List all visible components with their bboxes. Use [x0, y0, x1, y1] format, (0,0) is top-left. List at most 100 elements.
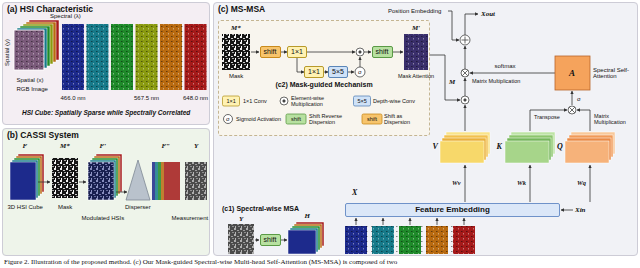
mask-image — [222, 34, 428, 70]
key-tokens — [505, 132, 555, 163]
panel-note: HSI Cube: Spatially Sparse while Spectra… — [22, 109, 190, 116]
modulated-cube — [88, 162, 114, 200]
image-caption: Mask — [58, 204, 72, 211]
image-caption: 3D HSI Cube — [8, 204, 43, 211]
mask-image — [404, 34, 428, 70]
flow-arrow — [448, 11, 459, 40]
measurement-image — [228, 224, 254, 254]
rgb-cube — [14, 20, 59, 70]
variable-name: F″ — [162, 142, 171, 150]
legend-sample-text: 5×5 — [358, 98, 367, 104]
variable-name: A — [569, 68, 575, 78]
disperser-prism — [126, 160, 150, 200]
operator-symbol: σ — [358, 69, 362, 76]
image-caption: Mask — [229, 73, 243, 80]
panel-title: (b) CASSI System — [3, 129, 209, 142]
flow-arrow — [116, 192, 127, 193]
panel-ground — [213, 2, 638, 256]
variable-name: M′ — [412, 24, 420, 32]
operator-mark — [359, 51, 361, 53]
image-caption: Mask Attention — [398, 73, 434, 79]
shift-box: shift — [260, 46, 281, 58]
key-tokens — [505, 141, 549, 163]
spectral-band-image — [62, 24, 207, 90]
flow-arrow — [255, 240, 259, 241]
legend-sample — [286, 114, 306, 124]
legend-text: Depth-wise Conv — [373, 98, 425, 104]
coded-mask — [52, 158, 78, 198]
shift-box: shift — [260, 234, 281, 246]
flow-arrow — [572, 91, 573, 105]
query-tokens — [565, 141, 609, 163]
legend-sample — [223, 96, 240, 106]
box-text: shift — [264, 235, 277, 246]
flow-arrow — [465, 78, 466, 96]
operator-symbol — [224, 35, 577, 124]
variable-name: Xin — [575, 206, 586, 214]
wavelength-label: 648.0 nm — [183, 95, 208, 102]
figure-caption: Figure 2. Illustration of the proposed m… — [4, 258, 397, 267]
dispersed-cube — [152, 162, 180, 200]
wavelength-label: 466.0 nm — [61, 95, 86, 102]
operator-symbol — [460, 35, 470, 45]
measurement-image — [228, 224, 254, 254]
axis-label: Spatial (y) — [4, 38, 11, 65]
rgb-cube — [14, 30, 44, 70]
variable-name: X — [352, 188, 357, 197]
box-text: 1×1 — [291, 47, 303, 58]
annotation: Matrix Multiplication — [472, 78, 520, 84]
embedding-bar: Feature Embedding — [345, 203, 560, 217]
image-caption: Measurement — [172, 215, 209, 222]
legend-text: Shift as Dispersion — [384, 113, 428, 125]
value-tokens — [440, 141, 484, 163]
operator-symbol — [280, 97, 288, 105]
mask-image — [404, 34, 428, 70]
image-caption: RGB Image — [17, 86, 48, 93]
query-tokens — [565, 132, 615, 163]
flow-arrow — [281, 240, 287, 241]
measurement-image — [185, 162, 207, 200]
flow-arrow — [465, 165, 466, 202]
operator-mark — [464, 99, 466, 101]
variable-name: Wv — [452, 179, 461, 186]
region-heading: (c2) Mask-guided Mechanism — [219, 81, 429, 89]
operator-mark — [283, 37, 575, 113]
box-text: Feature Embedding — [346, 204, 559, 216]
legend-text: Shift Reverse Dispersion — [309, 113, 349, 125]
hsi-cube — [288, 230, 316, 254]
mask-image — [222, 34, 250, 70]
annotation: softmax — [495, 63, 516, 70]
flow-connector — [297, 58, 304, 72]
flow-arrow — [465, 105, 466, 131]
axis-label: Spatial (x) — [17, 77, 44, 84]
variable-name: Wq — [577, 179, 586, 186]
legend-text: Sigmoid Activation — [236, 116, 282, 122]
flow-arrow — [38, 182, 50, 183]
rgb-cube — [14, 30, 44, 70]
attention-map — [555, 56, 590, 90]
operator-mark — [462, 70, 468, 76]
panel-ground — [2, 2, 638, 256]
shift-box: shift — [372, 46, 393, 58]
operator-symbol — [461, 96, 469, 104]
variable-name: Y — [239, 215, 243, 223]
conv-box: 1×1 — [304, 66, 324, 78]
variable-name: M* — [231, 24, 241, 32]
image-caption: Modulated HSIs — [82, 215, 125, 222]
operator-mark — [465, 37, 466, 44]
legend-sample-text: σ — [226, 116, 230, 123]
operator-mark — [283, 100, 285, 102]
legend-sample — [223, 96, 383, 124]
legend-text: Element-wise Multiplication — [291, 95, 346, 107]
flow-arrow — [561, 210, 573, 211]
flow-arrow — [464, 218, 465, 225]
box-text: shift — [376, 47, 389, 58]
flow-arrow — [577, 110, 590, 131]
spectral-band-image — [345, 226, 475, 254]
flow-arrow — [590, 165, 591, 202]
flow-arrow — [393, 52, 403, 53]
operator-symbol — [461, 69, 469, 77]
flow-arrow — [530, 165, 531, 202]
